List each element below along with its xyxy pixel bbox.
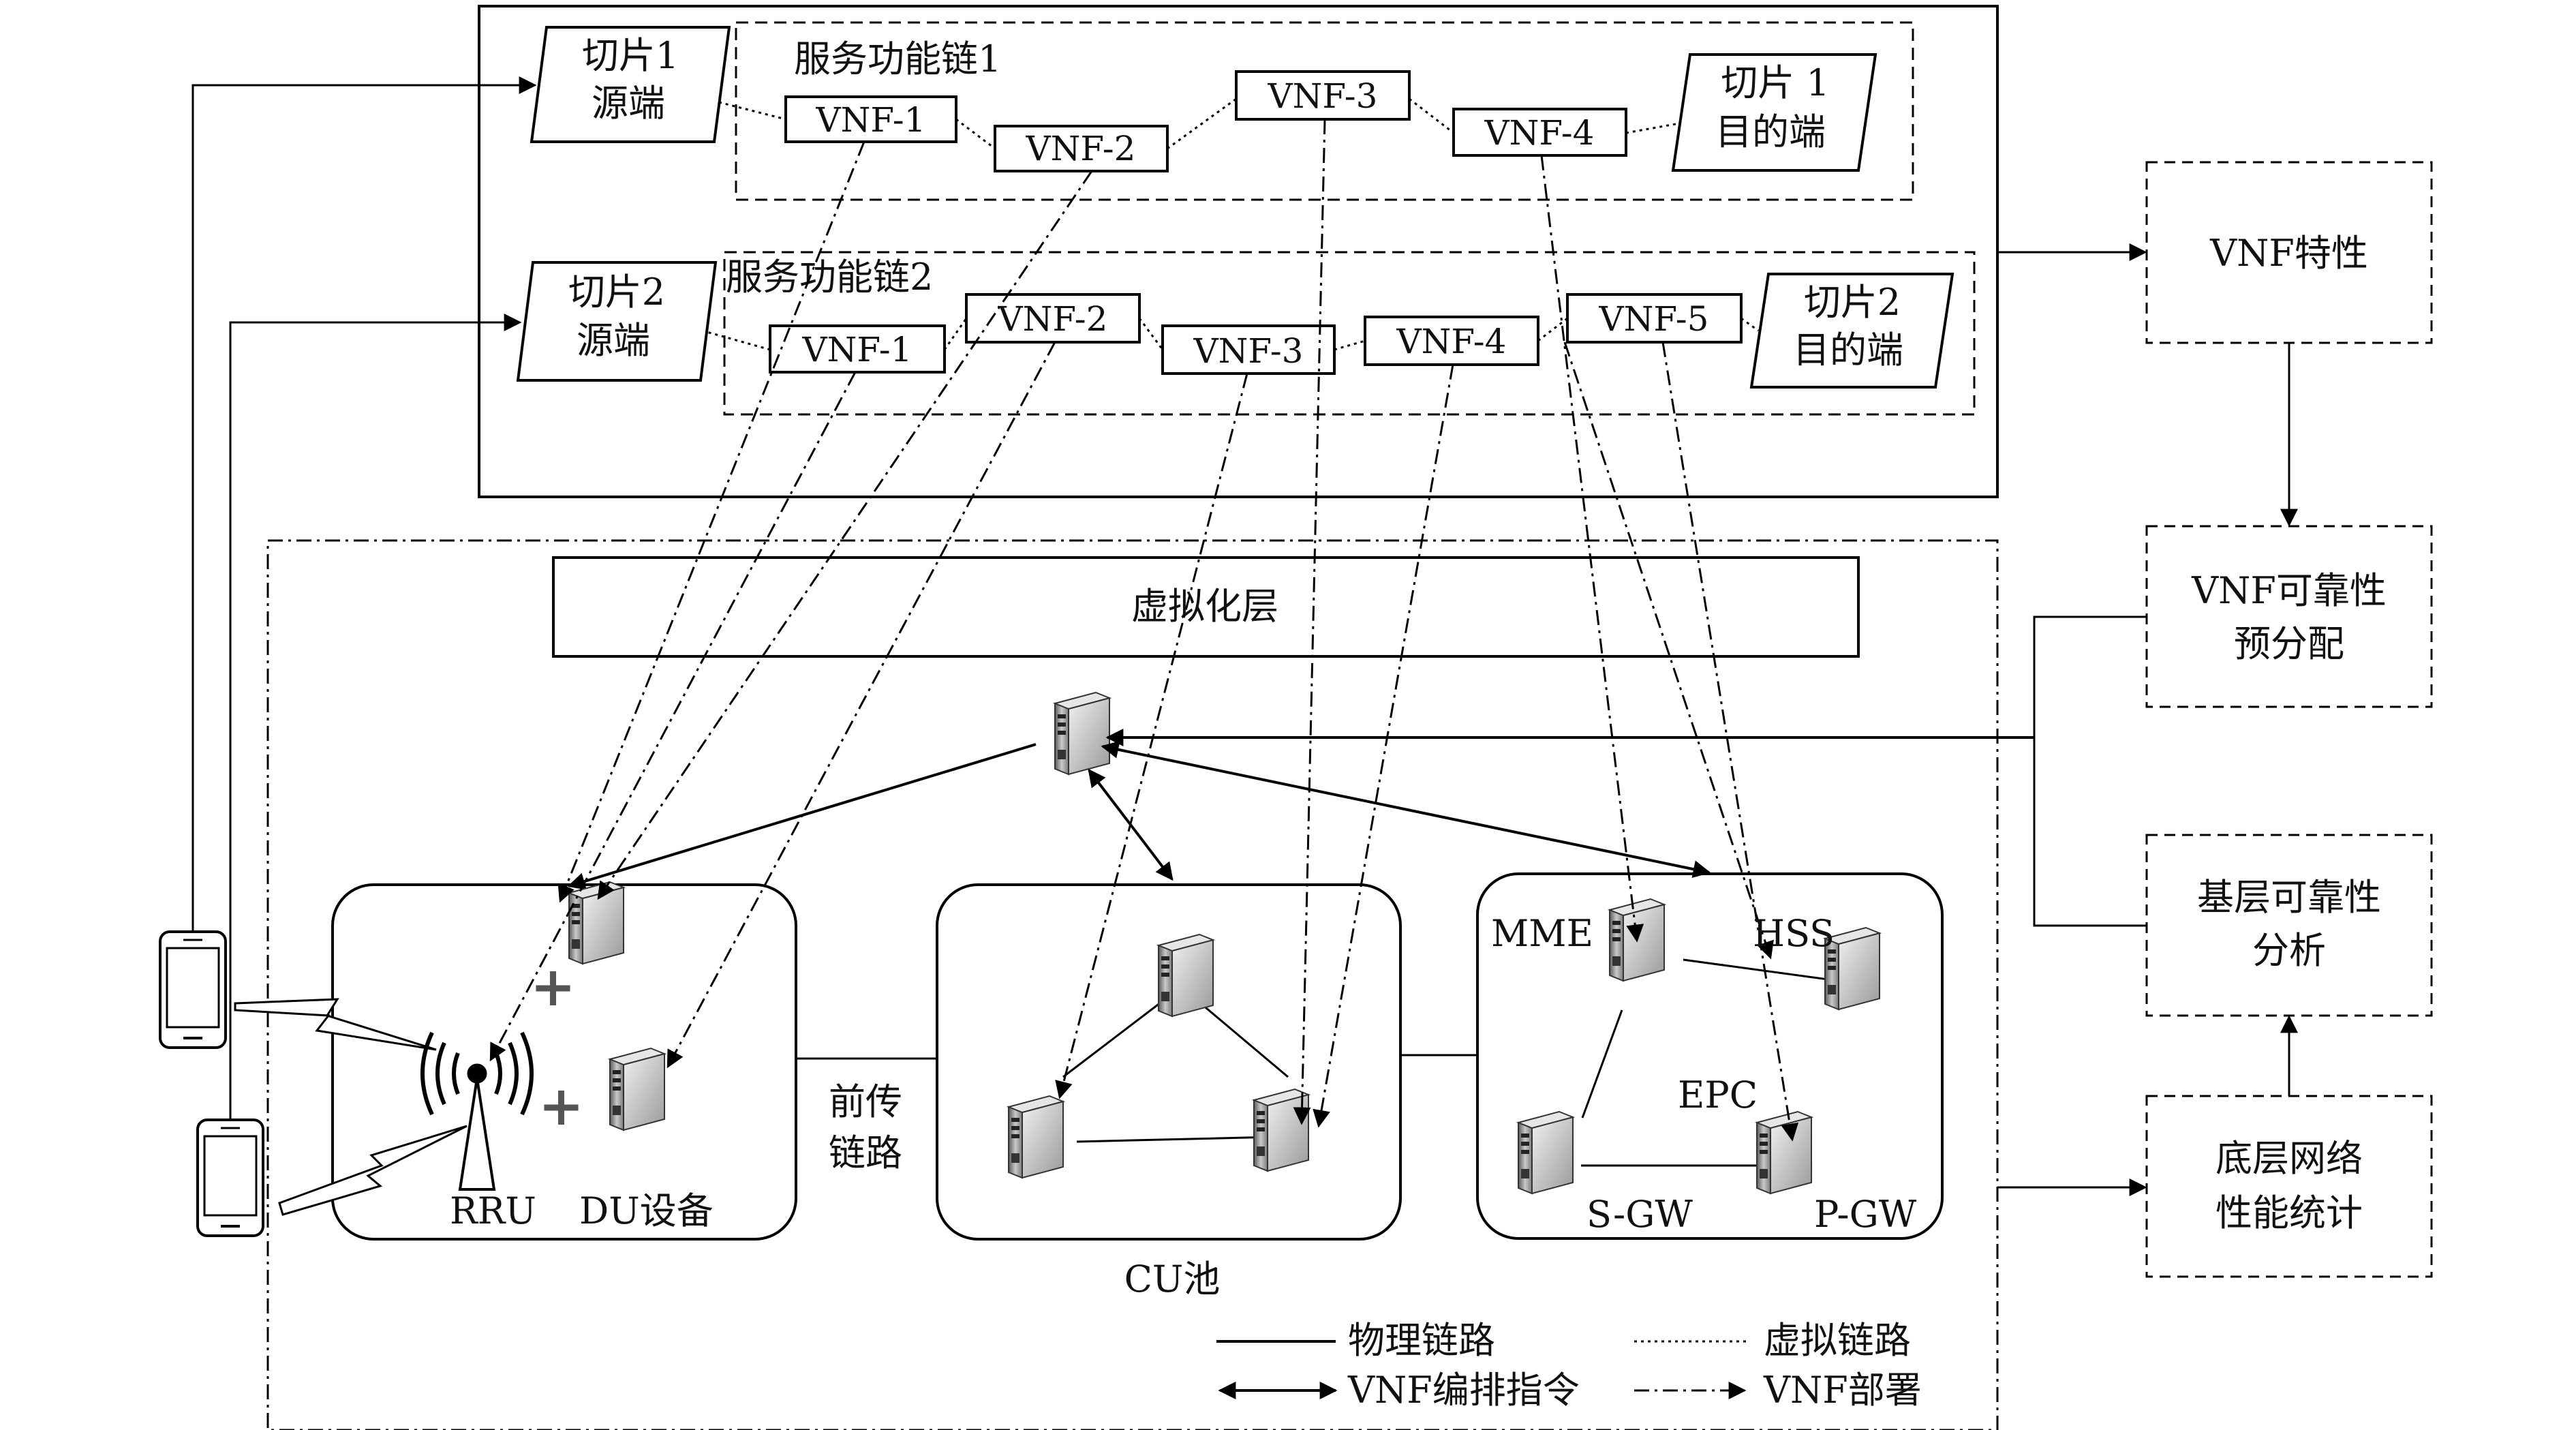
svg-text:VNF特性: VNF特性 xyxy=(2209,232,2368,275)
vnf-deployment-arrows xyxy=(489,119,1799,1142)
pgw-label: P-GW xyxy=(1814,1193,1917,1236)
slice-2-source: 切片2 源端 xyxy=(516,261,718,382)
chain-2-vnf-4: VNF-4 xyxy=(1364,316,1539,366)
plus-icon-2: + xyxy=(538,1074,584,1138)
sgw-label: S-GW xyxy=(1586,1193,1693,1236)
chain-2-vnf-1: VNF-1 xyxy=(769,324,946,374)
du-label: DU设备 xyxy=(579,1189,714,1232)
fronthaul-label-line1: 前传 xyxy=(829,1080,902,1123)
infrastructure-container xyxy=(266,539,1999,1430)
svg-text:VNF-1: VNF-1 xyxy=(801,330,912,369)
legend-physical-link: 物理链路 xyxy=(1348,1319,1495,1362)
right-block-network-performance-statistics: 底层网络 性能统计 xyxy=(2145,1095,2433,1278)
hss-label: HSS xyxy=(1753,912,1835,955)
service-chain-1-title: 服务功能链1 xyxy=(794,37,1001,80)
svg-text:VNF-3: VNF-3 xyxy=(1267,76,1377,116)
chain-1-virtual-links xyxy=(718,97,1684,150)
slice-2-source-line1: 切片2 xyxy=(568,271,665,314)
right-block-substrate-reliability-analysis: 基层可靠性 分析 xyxy=(2145,834,2433,1017)
legend-deployment: VNF部署 xyxy=(1763,1369,1922,1412)
svg-text:VNF-1: VNF-1 xyxy=(815,100,925,140)
chain-2-vnf-5: VNF-5 xyxy=(1566,293,1743,344)
svg-text:VNF-2: VNF-2 xyxy=(1025,129,1135,168)
chain-1-vnf-2: VNF-2 xyxy=(994,125,1169,172)
slice-1-dest-line2: 目的端 xyxy=(1715,110,1826,153)
slice-2-destination: 切片2 目的端 xyxy=(1749,273,1954,389)
legend-virtual-link: 虚拟链路 xyxy=(1764,1319,1911,1362)
mme-server-icon xyxy=(1609,898,1665,982)
svg-text:VNF-4: VNF-4 xyxy=(1396,322,1506,361)
virtualization-layer: 虚拟化层 xyxy=(552,556,1860,658)
svg-text:虚拟化层: 虚拟化层 xyxy=(1131,585,1278,628)
slice-1-dest-line1: 切片 1 xyxy=(1721,61,1830,104)
svg-text:底层网络: 底层网络 xyxy=(2215,1137,2363,1180)
rru-antenna-icon xyxy=(420,1031,534,1191)
cu-pool-group xyxy=(936,883,1402,1241)
service-chain-1-box xyxy=(735,21,1914,201)
right-block-vnf-reliability-preallocation: VNF可靠性 预分配 xyxy=(2145,525,2433,708)
chain-2-vnf-2: VNF-2 xyxy=(965,293,1141,344)
slice-2-source-line2: 源端 xyxy=(577,319,650,362)
mme-label: MME xyxy=(1491,912,1593,955)
slice-1-destination: 切片 1 目的端 xyxy=(1671,53,1877,172)
phone-1-icon xyxy=(159,930,227,1049)
slice-2-dest-line1: 切片2 xyxy=(1804,281,1901,324)
svg-text:VNF-3: VNF-3 xyxy=(1193,331,1303,371)
cu-server-left-icon xyxy=(1008,1095,1064,1178)
phone-2-icon xyxy=(196,1119,264,1237)
svg-text:预分配: 预分配 xyxy=(2234,622,2344,665)
svg-text:VNF可靠性: VNF可靠性 xyxy=(2191,569,2387,612)
service-chain-2-title: 服务功能链2 xyxy=(726,256,933,299)
chain-2-virtual-links xyxy=(701,317,1759,351)
sgw-server-icon xyxy=(1518,1111,1574,1194)
chain-1-vnf-4: VNF-4 xyxy=(1452,108,1627,157)
slice-1-source: 切片1 源端 xyxy=(530,26,731,143)
cu-server-right-icon xyxy=(1253,1089,1309,1172)
epc-links xyxy=(1581,958,1834,1167)
orchestrator-server-icon xyxy=(1054,692,1110,775)
chain-1-vnf-1: VNF-1 xyxy=(784,95,957,143)
svg-text:VNF-5: VNF-5 xyxy=(1598,299,1708,339)
svg-text:VNF-2: VNF-2 xyxy=(997,299,1107,339)
svg-text:性能统计: 性能统计 xyxy=(2215,1191,2363,1234)
slice-1-source-line1: 切片1 xyxy=(582,34,679,77)
svg-text:分析: 分析 xyxy=(2252,929,2326,972)
cu-pool-label: CU池 xyxy=(1124,1258,1221,1300)
orchestration-arrows xyxy=(567,729,2034,890)
chain-2-vnf-3: VNF-3 xyxy=(1161,324,1336,375)
slice-1-source-line2: 源端 xyxy=(592,82,665,125)
legend: 物理链路 虚拟链路 VNF编排指令 VNF部署 xyxy=(1216,1319,1922,1412)
plus-icon-1: + xyxy=(530,954,576,1018)
pgw-server-icon xyxy=(1756,1111,1812,1194)
right-side-flow-arrows xyxy=(1997,243,2298,1196)
slice-2-dest-line2: 目的端 xyxy=(1793,329,1903,371)
fronthaul-label-line2: 链路 xyxy=(829,1131,902,1174)
wireless-link-icon-2 xyxy=(278,1125,467,1216)
phone-to-slice-links xyxy=(191,76,537,1120)
du-server-1-icon xyxy=(568,881,624,964)
chain-1-vnf-3: VNF-3 xyxy=(1235,70,1411,121)
wireless-link-icon-1 xyxy=(234,998,437,1051)
svg-text:VNF-4: VNF-4 xyxy=(1484,113,1594,153)
svg-text:基层可靠性: 基层可靠性 xyxy=(2197,876,2381,919)
right-block-vnf-characteristics: VNF特性 xyxy=(2145,161,2433,344)
rru-label: RRU xyxy=(450,1189,536,1232)
epc-label: EPC xyxy=(1678,1074,1758,1116)
rru-du-group xyxy=(331,883,797,1241)
legend-orchestration: VNF编排指令 xyxy=(1347,1369,1580,1412)
cu-server-top-icon xyxy=(1158,934,1214,1017)
du-server-2-icon xyxy=(609,1048,665,1131)
